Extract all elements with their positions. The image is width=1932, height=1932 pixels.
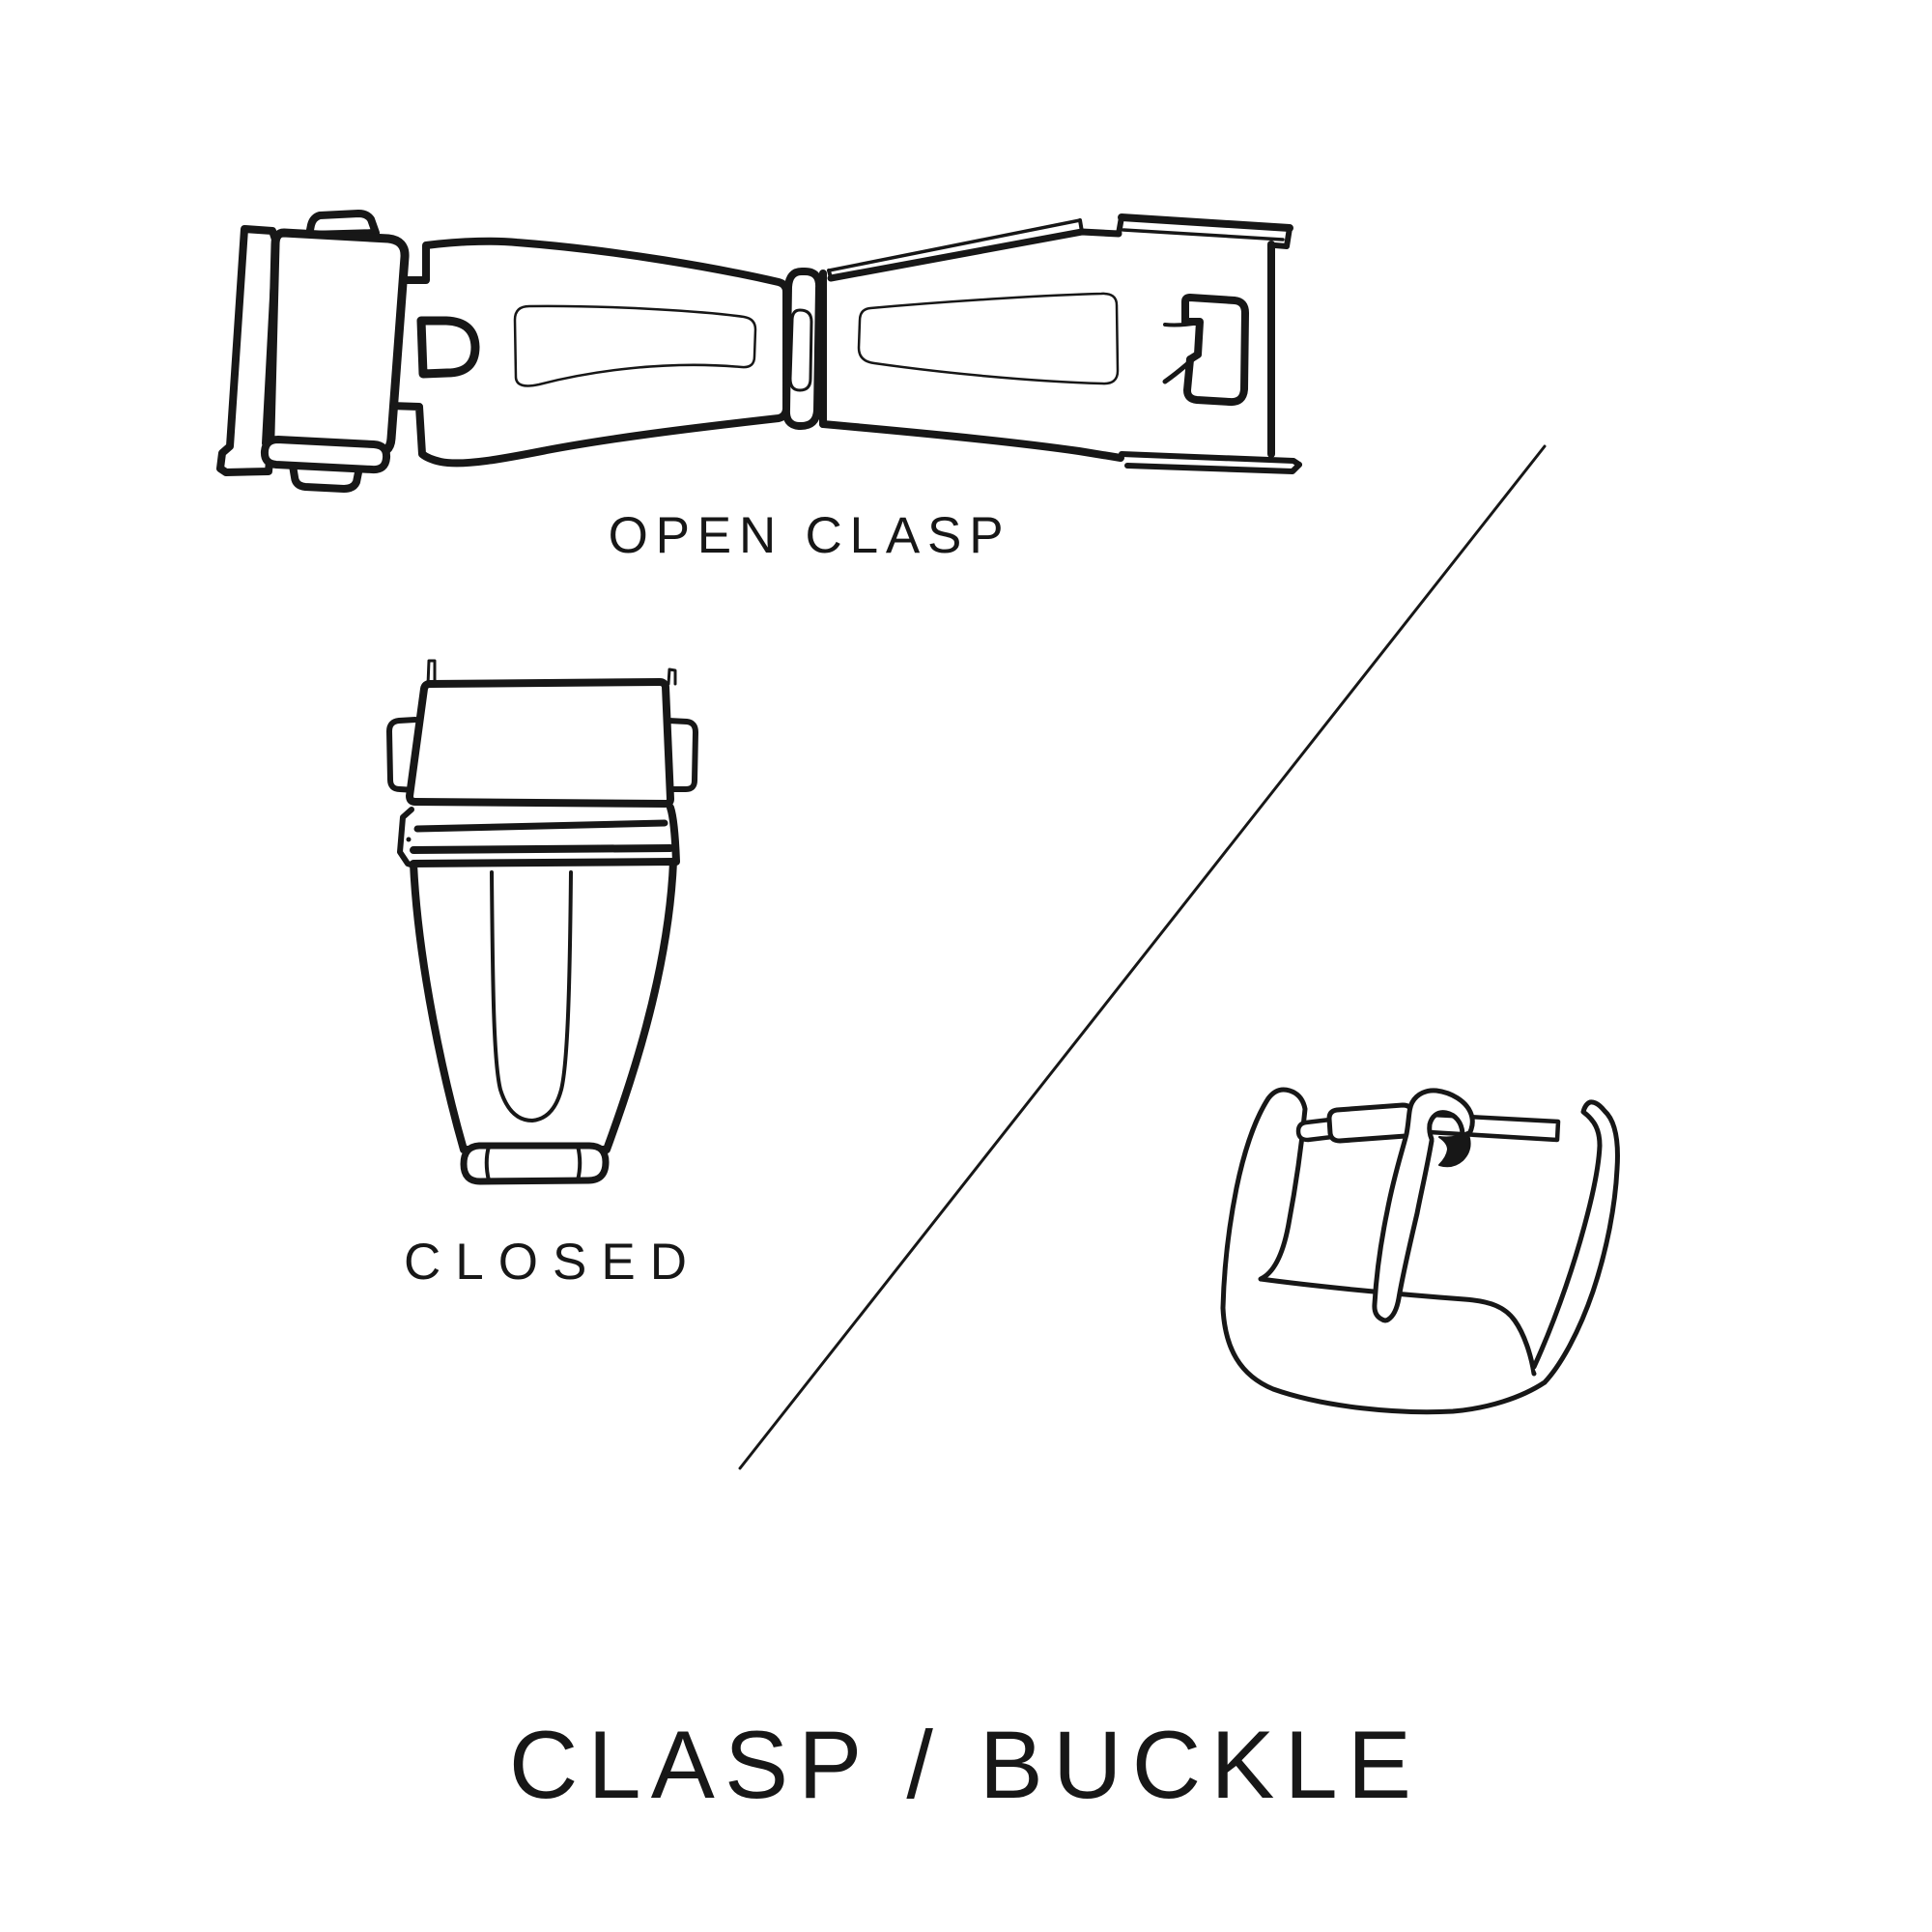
buckle-tang-stroke-2 [1372,1088,1475,1323]
open-clasp-hook-detail-stroke-4 [1162,355,1198,384]
open-clasp-stroke-10 [1122,228,1285,242]
closed-clasp-cover [406,678,674,808]
open-clasp-left-window [513,304,757,387]
diagram-title: CLASP / BUCKLE [509,1711,1421,1818]
buckle-body [1223,1279,1545,1412]
closed-clasp-body [410,858,677,1153]
open-clasp-bottom-lip [260,436,391,474]
closed-clasp-window [490,870,573,1122]
buckle-tang-stroke-4 [1438,1131,1471,1168]
open-clasp-block [266,228,410,458]
closed-clasp-prong-left [426,659,437,687]
closed-clasp-left-flap-stroke-2 [406,837,412,842]
buckle-pin [1295,1102,1561,1144]
buckle-tang-stroke-3 [1427,1110,1465,1142]
closed-clasp-label: CLOSED [404,1234,701,1291]
pin-buckle-stroke-2 [1258,1276,1537,1377]
closed-clasp-prong-right [667,668,677,686]
closed-clasp-foot [460,1142,610,1185]
open-clasp-right-arm [823,216,1299,471]
open-clasp-hinge-inner [788,308,813,392]
closed-clasp-figure [386,659,698,1185]
open-clasp-stroke-11 [1272,225,1293,249]
buckle-left-arm [1223,1090,1305,1308]
closed-clasp-left-flap-stroke-3 [413,819,668,833]
buckle-tang [1372,1088,1475,1323]
buckle-pin-stroke-1 [1295,1117,1335,1143]
open-clasp-left-arm [390,241,786,464]
buckle-tang-stroke-1 [1374,1090,1473,1321]
open-clasp-stroke-14 [1124,462,1302,474]
open-clasp-d-cutout [416,316,480,379]
closed-clasp-left-flap-stroke-8 [738,444,1547,1470]
open-clasp-hook-detail-stroke-1 [1181,294,1249,407]
closed-clasp-ear-right [666,718,698,792]
pin-buckle-stroke-3 [1220,1087,1308,1311]
closed-clasp-left-flap-stroke-7 [576,1144,582,1182]
buckle-right-arm [1534,1101,1618,1382]
closed-clasp-left-flap-stroke-4 [410,844,674,854]
closed-clasp-left-flap-stroke-6 [484,1145,491,1182]
open-clasp-stroke-6 [1078,218,1084,234]
open-clasp-label: OPEN CLASP [609,507,1011,564]
open-clasp-hook-detail-stroke-3 [1163,321,1202,327]
open-clasp-stroke-7 [827,269,833,280]
closed-clasp-left-flap [397,807,419,869]
open-clasp-top-tab [305,210,380,239]
buckle-pin-sleeve [1326,1102,1416,1144]
open-clasp-stroke-9 [1118,213,1293,232]
open-clasp-right-window [857,292,1120,385]
open-clasp-stroke-3 [819,420,1124,462]
pin-buckle-stroke-4 [1531,1099,1620,1385]
closed-clasp-left-flap-stroke-5 [667,804,680,866]
pin-buckle-stroke-1 [1220,1305,1548,1415]
open-clasp-figure [216,210,1302,493]
open-clasp-stroke-5 [827,218,1082,272]
pin-buckle-figure [1220,1087,1620,1415]
open-clasp-hook-detail [1162,294,1249,407]
